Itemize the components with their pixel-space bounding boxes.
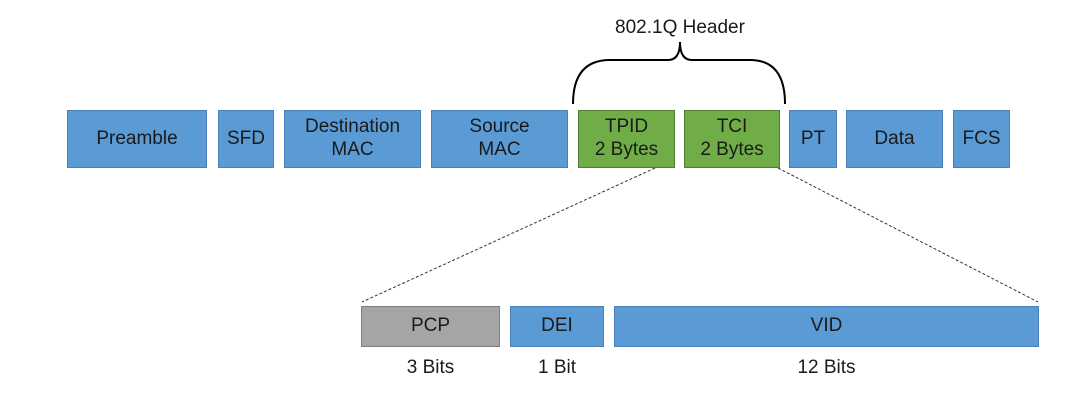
expand-line-right — [777, 167, 1039, 303]
field-data: Data — [846, 110, 943, 168]
subfield-label: PCP — [410, 315, 451, 337]
subfield-label: VID — [810, 315, 843, 337]
size-label-vid: 12 Bits — [797, 357, 856, 378]
header-brace — [572, 41, 786, 105]
field-label: Destination MAC — [304, 116, 401, 160]
field-tci: TCI 2 Bytes — [684, 110, 780, 168]
field-pt: PT — [789, 110, 837, 168]
field-label: Preamble — [96, 127, 178, 149]
field-label: PT — [800, 127, 826, 149]
field-label: Data — [874, 127, 915, 149]
subfield-dei: DEI — [510, 306, 604, 347]
expand-line-left — [361, 167, 656, 303]
subfield-label: DEI — [541, 315, 573, 337]
header-label: 802.1Q Header — [615, 17, 745, 38]
field-fcs: FCS — [953, 110, 1010, 168]
field-label: TPID 2 Bytes — [594, 116, 659, 160]
field-destination-mac: Destination MAC — [284, 110, 421, 168]
field-tpid: TPID 2 Bytes — [578, 110, 675, 168]
field-preamble: Preamble — [67, 110, 207, 168]
field-label: TCI 2 Bytes — [700, 116, 764, 160]
field-source-mac: Source MAC — [431, 110, 568, 168]
size-label-pcp: 3 Bits — [406, 357, 455, 378]
field-label: Source MAC — [469, 116, 530, 160]
subfield-pcp: PCP — [361, 306, 500, 347]
subfield-vid: VID — [614, 306, 1039, 347]
size-label-dei: 1 Bit — [537, 357, 577, 378]
field-label: SFD — [227, 127, 265, 149]
field-label: FCS — [962, 127, 1001, 149]
field-sfd: SFD — [218, 110, 274, 168]
